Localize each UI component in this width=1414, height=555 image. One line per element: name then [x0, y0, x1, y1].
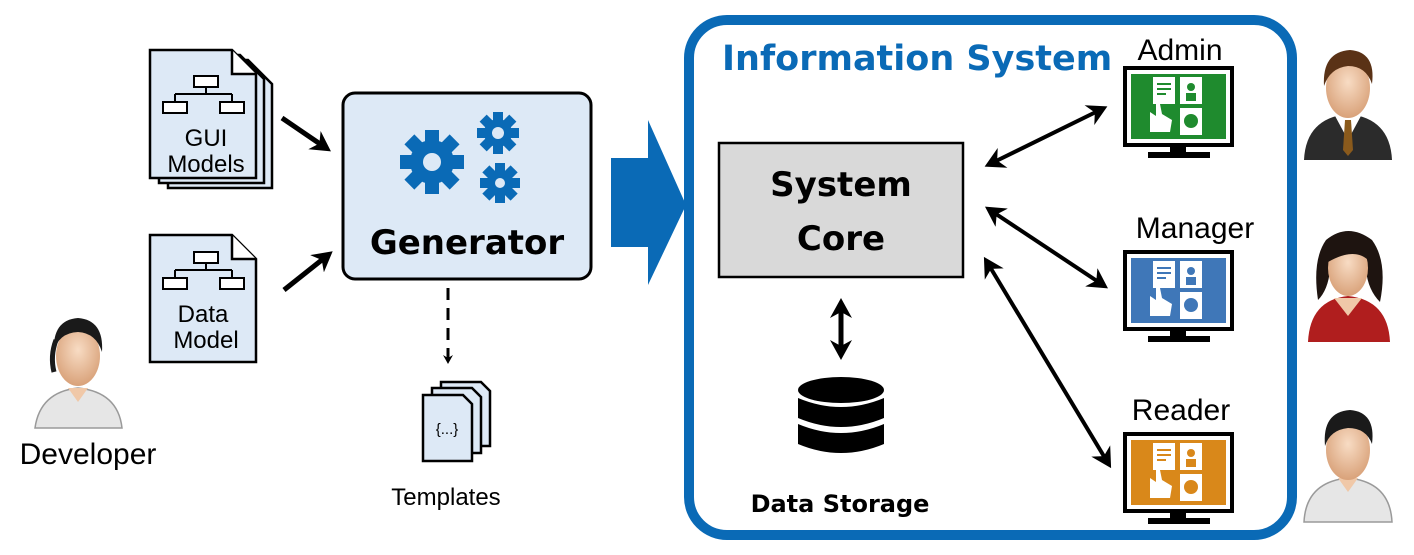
system-core-label-line2: Core [797, 219, 885, 259]
reader-label: Reader [1132, 394, 1230, 427]
manager-person-avatar [1308, 231, 1390, 342]
gears-icon [400, 112, 520, 203]
big-flow-arrow [611, 120, 686, 285]
data-model-document-icon: Data Model [148, 233, 258, 364]
system-core-label-line1: System [770, 165, 912, 205]
gui-models-label-line1: GUI [185, 125, 228, 152]
templates-label: Templates [391, 484, 500, 511]
admin-person-avatar [1304, 50, 1392, 160]
data-model-label-line2: Model [173, 327, 238, 354]
data-storage-label: Data Storage [751, 490, 930, 518]
data-to-generator-arrow [282, 251, 333, 292]
generator-label: Generator [370, 223, 565, 263]
system-core-box: System Core [717, 141, 965, 279]
admin-label: Admin [1137, 34, 1222, 67]
reader-person-avatar [1303, 410, 1393, 523]
reader-monitor-icon [1123, 432, 1234, 524]
templates-icon-text: {...} [436, 421, 459, 438]
information-system-title: Information System [722, 39, 1112, 79]
core-reader-arrow [983, 256, 1112, 469]
developer-label: Developer [20, 438, 157, 471]
core-manager-arrow [985, 206, 1108, 289]
data-model-label-line1: Data [178, 301, 229, 328]
gui-models-label-line2: Models [167, 151, 244, 178]
core-admin-arrow [984, 105, 1108, 168]
templates-icon: {...} [421, 380, 492, 463]
manager-monitor-icon [1123, 250, 1234, 342]
developer-avatar [34, 318, 123, 429]
generator-box: Generator [341, 91, 593, 281]
gui-to-generator-arrow [280, 115, 331, 152]
information-system-frame [684, 15, 1297, 540]
database-icon [798, 377, 884, 453]
gui-models-document-icon: GUI Models [148, 48, 274, 190]
admin-monitor-icon [1123, 66, 1234, 158]
manager-label: Manager [1136, 212, 1254, 245]
